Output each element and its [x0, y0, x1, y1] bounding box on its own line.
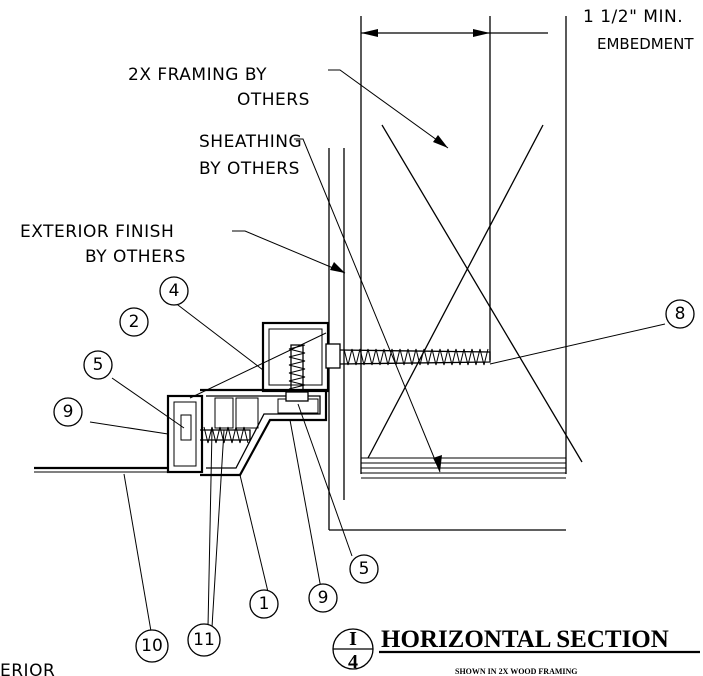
detail-subtitle: SHOWN IN 2X WOOD FRAMING — [455, 667, 578, 676]
detail-title-block: I 4 HORIZONTAL SECTION SHOWN IN 2X WOOD … — [332, 626, 700, 676]
detail-title: HORIZONTAL SECTION — [381, 626, 669, 653]
callout-5-left: 5 — [83, 350, 113, 380]
detail-number: I — [349, 628, 357, 650]
embedment-label-line1: 1 1/2" MIN. — [583, 7, 683, 27]
callout-10: 10 — [135, 629, 169, 663]
screw-horizontal-11 — [200, 426, 251, 444]
callout-11: 11 — [187, 623, 221, 657]
callout-9-bottom: 9 — [308, 583, 338, 613]
exterior-finish-label-line2: BY OTHERS — [85, 247, 186, 267]
svg-text:1: 1 — [259, 594, 270, 614]
svg-text:5: 5 — [359, 559, 370, 579]
callout-2: 2 — [119, 307, 149, 337]
svg-text:2: 2 — [129, 312, 140, 332]
screw-vertical-5 — [285, 344, 309, 402]
exterior-label-partial: ERIOR — [0, 661, 55, 676]
framing-label-line2: OTHERS — [237, 90, 310, 110]
callout-5-bottom: 5 — [349, 554, 379, 584]
svg-text:9: 9 — [318, 588, 329, 608]
callout-9-left: 9 — [53, 397, 83, 427]
sheathing-label-line1: SHEATHING — [199, 132, 302, 152]
framing-label: 2X FRAMING BY OTHERS — [128, 65, 449, 149]
svg-text:8: 8 — [675, 304, 686, 324]
sheathing-label: SHEATHING BY OTHERS — [199, 132, 442, 473]
svg-text:9: 9 — [63, 402, 74, 422]
framing-label-line1: 2X FRAMING BY — [128, 65, 267, 85]
wood-framing — [360, 16, 583, 479]
svg-text:5: 5 — [93, 355, 104, 375]
callout-4: 4 — [159, 276, 189, 306]
svg-text:10: 10 — [141, 636, 163, 656]
embedment-dimension: 1 1/2" MIN. EMBEDMENT — [361, 7, 694, 53]
callout-leaders — [89, 301, 666, 638]
exterior-finish-label: EXTERIOR FINISH BY OTHERS — [20, 222, 346, 274]
exterior-finish-label-line1: EXTERIOR FINISH — [20, 222, 174, 242]
embedment-label-line2: EMBEDMENT — [597, 35, 694, 53]
aluminum-extrusions — [34, 321, 330, 477]
svg-text:11: 11 — [193, 630, 215, 650]
svg-text:4: 4 — [169, 281, 180, 301]
sheathing-label-line2: BY OTHERS — [199, 159, 300, 179]
wood-screw-8 — [325, 343, 491, 369]
sheet-number: 4 — [348, 651, 358, 673]
callout-8: 8 — [665, 299, 695, 329]
callout-1: 1 — [249, 589, 279, 619]
